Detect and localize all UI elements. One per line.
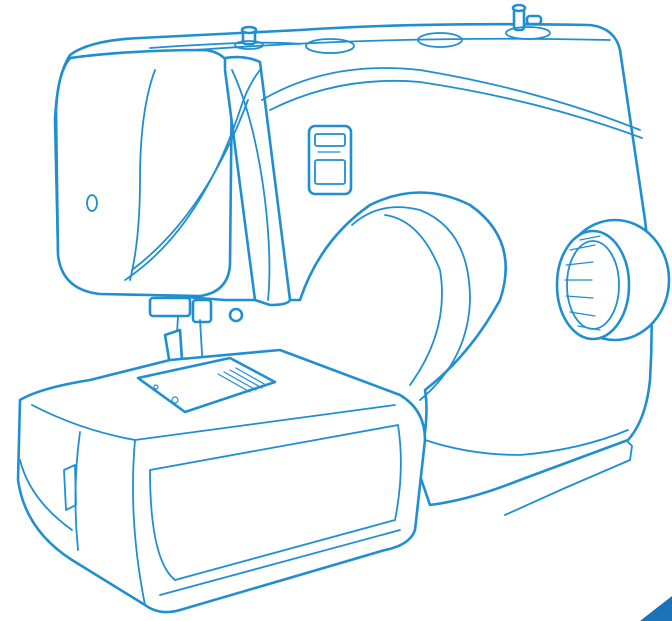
- stitch-selector: [307, 124, 353, 196]
- base-left-edge: [19, 459, 73, 531]
- faceplate-screw: [86, 194, 98, 212]
- accessory-box-front: [132, 439, 146, 606]
- thread-guide-line: [231, 69, 271, 301]
- spool-pin-right: [505, 3, 551, 40]
- accessory-box-panel: [149, 424, 402, 581]
- take-up-curve: [124, 69, 261, 281]
- arm-band-bottom: [269, 79, 643, 139]
- arm-band-top: [261, 67, 641, 131]
- accessory-box-clip: [63, 464, 77, 511]
- top-edge: [194, 37, 611, 51]
- arm-throat-inner: [384, 214, 443, 386]
- spool-pin-left: [234, 25, 264, 50]
- take-up-curve-2: [131, 99, 249, 271]
- machine-base-shadow: [504, 439, 633, 516]
- faceplate: [54, 48, 234, 298]
- corner-accent: [640, 596, 672, 621]
- handwheel: [555, 218, 671, 342]
- accessory-box-top: [31, 404, 396, 441]
- arm-throat: [351, 206, 471, 401]
- base-right-seam: [424, 429, 629, 456]
- needle-plate: [136, 356, 277, 414]
- base-bottom-line: [159, 529, 401, 596]
- bobbin-winder: [305, 32, 463, 54]
- faceplate-inner: [129, 69, 156, 281]
